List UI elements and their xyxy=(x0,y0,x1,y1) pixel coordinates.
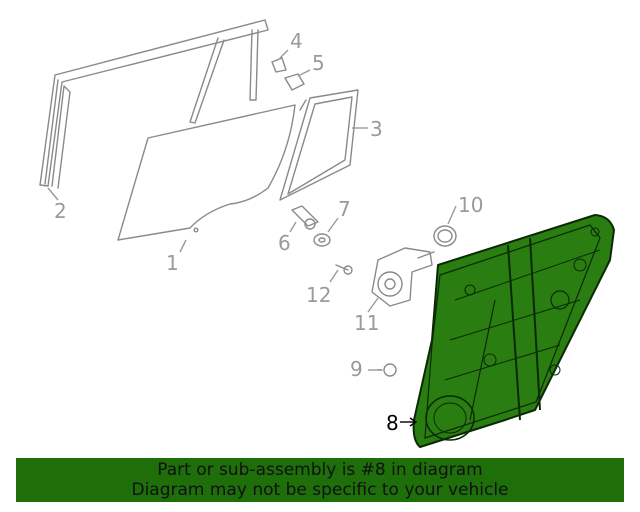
callout-8: 8 xyxy=(386,411,399,435)
leader-5 xyxy=(297,69,311,77)
callout-9: 9 xyxy=(350,357,363,381)
part-2-channel xyxy=(39,19,269,189)
part-10-grommet xyxy=(433,225,457,247)
callout-7: 7 xyxy=(338,197,351,221)
leader-11 xyxy=(367,297,379,313)
callout-3: 3 xyxy=(370,117,383,141)
leader-6 xyxy=(289,221,297,233)
part-11-motor xyxy=(371,247,435,307)
callout-11: 11 xyxy=(354,311,379,335)
info-banner: Part or sub-assembly is #8 in diagram Di… xyxy=(16,458,624,502)
leader-12 xyxy=(329,269,339,283)
part-8-regulator-panel xyxy=(412,214,615,448)
callout-6: 6 xyxy=(278,231,291,255)
part-5-clip xyxy=(284,73,305,91)
callout-10: 10 xyxy=(458,193,483,217)
banner-line-part: Part or sub-assembly is #8 in diagram xyxy=(157,460,483,480)
banner-line-disclaimer: Diagram may not be specific to your vehi… xyxy=(131,480,509,500)
part-12-screw xyxy=(335,264,353,275)
callout-12: 12 xyxy=(306,283,331,307)
callout-1: 1 xyxy=(166,251,179,275)
part-3-quarter-glass xyxy=(279,89,359,201)
leader-2 xyxy=(47,187,59,201)
leader-8-arrow xyxy=(409,417,418,427)
callout-5: 5 xyxy=(312,51,325,75)
leader-10 xyxy=(447,205,457,225)
leader-1 xyxy=(179,239,187,253)
leader-7 xyxy=(327,217,339,233)
callout-2: 2 xyxy=(54,199,67,223)
part-6-bolt xyxy=(291,205,319,230)
callout-4: 4 xyxy=(290,29,303,53)
leader-4 xyxy=(279,49,289,59)
part-4-clip xyxy=(271,57,287,73)
part-7-washer xyxy=(313,233,331,247)
part-1-glass xyxy=(117,104,296,241)
